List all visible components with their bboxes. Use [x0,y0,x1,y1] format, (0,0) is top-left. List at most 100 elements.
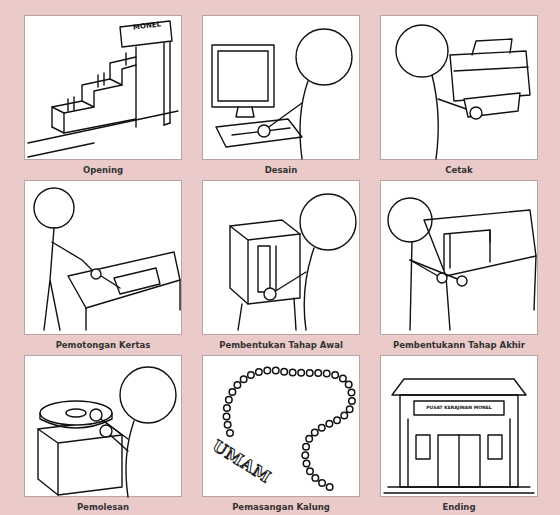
person-body [304,248,314,330]
panel-caption: Desain [192,165,370,175]
person-arm [98,417,128,439]
person-body [300,81,308,159]
person-head [396,25,448,77]
person-body [126,421,134,497]
panel-frame [24,180,182,335]
cutting-sketch [34,188,180,330]
panel-frame [202,15,360,160]
display-base [64,119,136,133]
person-arm [410,260,460,280]
monitor-screen [218,51,268,101]
person-head [388,198,432,242]
building-sketch [384,379,534,493]
door-split [458,435,459,487]
storyboard-panel: Opening [24,15,182,176]
disc-rim [40,413,112,428]
person-arm [52,242,94,272]
work-table [424,210,536,276]
machine-leg [238,298,296,330]
person-hand [258,125,270,137]
person-arm [438,99,472,111]
sign-post [164,123,170,125]
display-steps [52,57,136,127]
building-window [488,435,502,459]
building-facade [400,395,518,487]
cutter [98,274,120,288]
panel-frame [24,15,182,160]
person-hand [437,273,447,283]
disc-center [66,409,86,417]
printer-paper [464,93,520,117]
building-door [438,435,480,487]
necklace-beads [226,370,352,489]
polish-disc [40,401,112,425]
machine-edge [230,226,300,304]
machine-slot [275,246,276,290]
person-arm [274,272,306,292]
storyboard-panel: Pemolesan [24,355,182,513]
machine-slot [258,246,270,292]
monitor-stand [236,107,254,117]
storyboard-panel: Pembentukan Tahap Awal [202,180,360,351]
necklace-sketch [226,370,352,489]
monitor [212,45,274,107]
building-window [416,435,430,459]
panel-caption: Opening [14,165,192,175]
person-head [34,188,74,228]
person-arm [108,433,128,451]
panel-frame [380,355,538,497]
person-head [120,367,176,423]
necklace-beads [226,370,352,489]
person-body [432,75,438,159]
final-forming-sketch [388,198,536,330]
person-head [300,194,356,250]
building-column [408,419,510,487]
printer-line [454,67,528,71]
person-body [410,242,412,330]
person-arm [266,103,302,129]
person-hand [457,276,467,286]
paper-sheet [114,268,160,294]
person-head [296,29,352,85]
storyboard-panel: Pemasangan Kalung [202,355,360,513]
storyboard-panel: Pembentukann Tahap Akhir [380,180,538,351]
panel-caption: Pembentukan Tahap Awal [192,340,370,350]
printer-sketch [396,25,530,159]
person-hand [100,425,112,437]
panel-caption: Pemotongan Kertas [14,340,192,350]
forming-frame [489,230,490,242]
keyboard-keys [232,128,290,135]
polish-machine [38,421,122,495]
panel-caption: Pembentukann Tahap Akhir [370,340,548,350]
cutting-table [68,252,180,308]
panel-frame [380,15,538,160]
machine-box [230,220,300,304]
forming-machine-sketch [230,194,356,330]
person-hand [90,409,102,421]
printer-body [450,51,530,101]
building-sign [414,401,504,415]
storyboard-panel: Ending [380,355,538,513]
display-side [52,113,64,133]
panel-frame [202,355,360,497]
panel-frame [380,180,538,335]
keyboard [216,119,302,147]
panel-frame [24,355,182,497]
shop-display-sketch [28,21,178,157]
person-hand [470,107,482,119]
machine-edge [38,429,122,495]
floor-line [28,143,94,157]
panel-caption: Pemolesan [14,502,192,512]
storyboard-panel: Pemotongan Kertas [24,180,182,351]
shop-sign [120,21,172,47]
building-steps [384,487,534,493]
designer-sketch [212,29,352,159]
floor-line [28,111,178,143]
display-steps [52,65,136,113]
sign-post [136,42,170,125]
polishing-sketch [38,367,176,497]
person-hand [264,288,276,300]
display-edge [82,79,122,107]
forming-frame [444,230,490,270]
